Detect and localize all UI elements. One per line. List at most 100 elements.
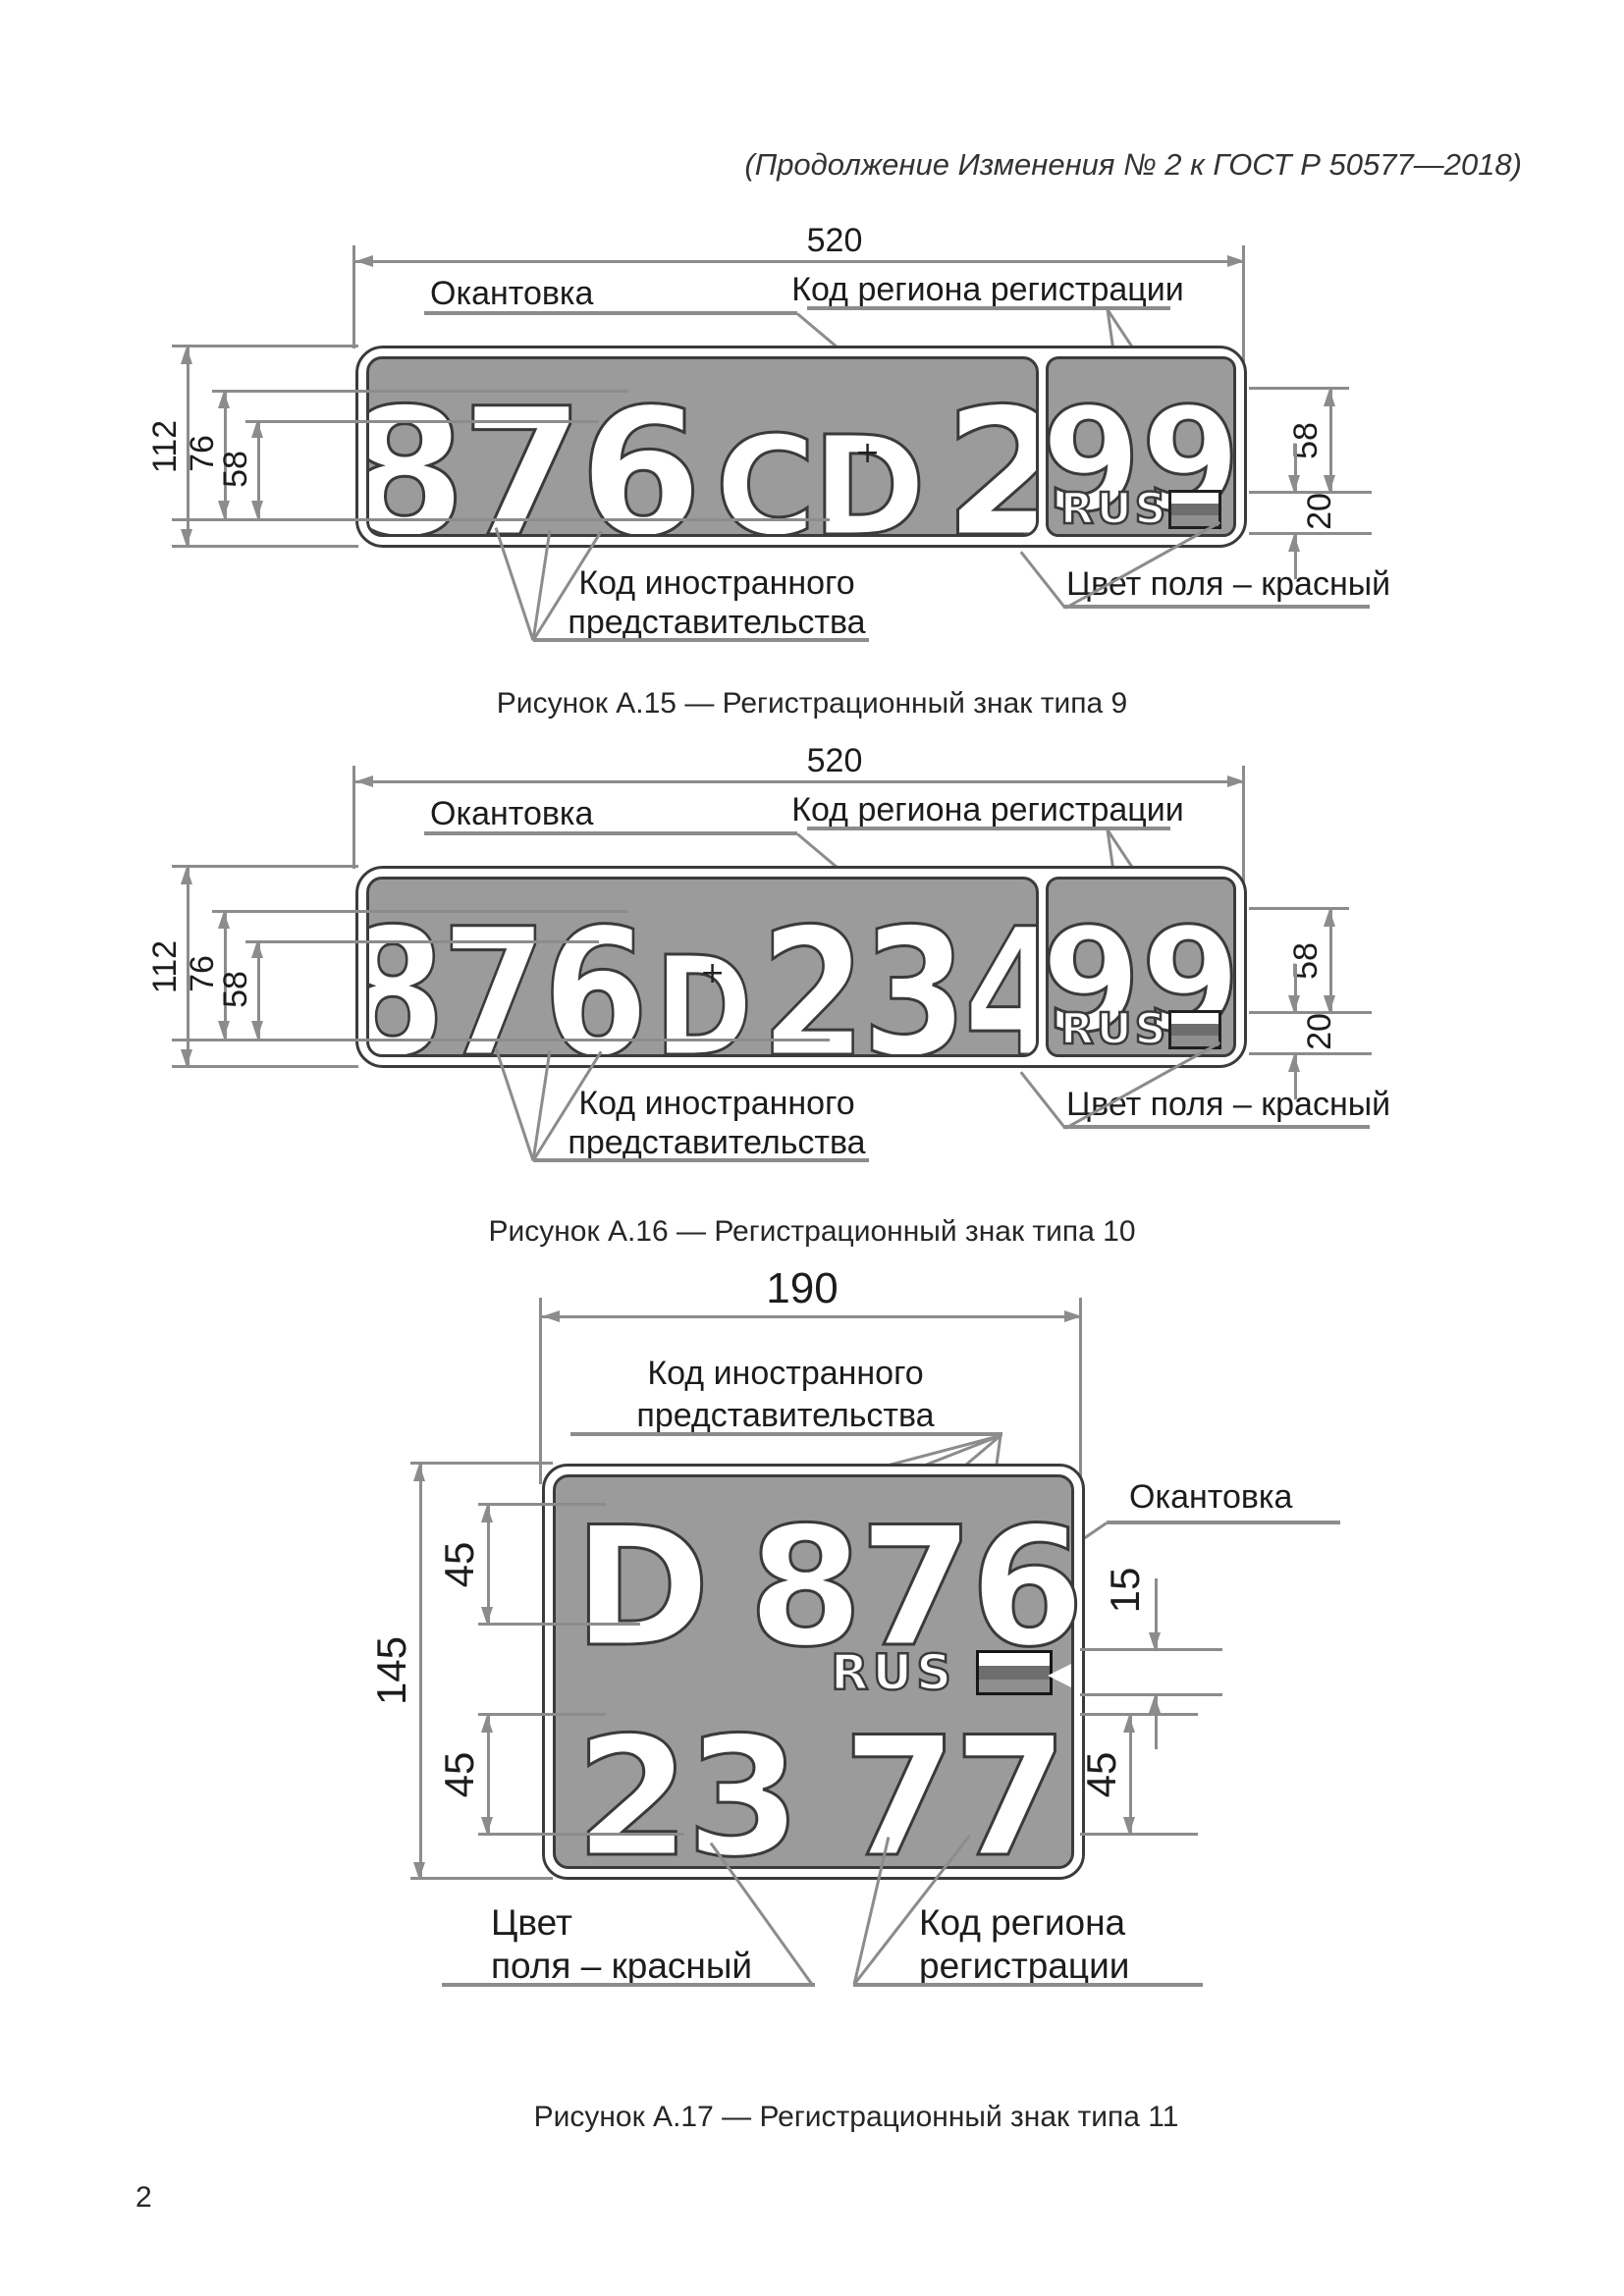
label-underline [533,638,869,642]
license-plate-type9: 876 CD 2 99 RUS + [355,346,1247,548]
extension-line [1249,907,1349,910]
arrowhead-icon [355,775,373,787]
dim-flag-strip-height-fig2: 20 [1300,1013,1338,1050]
label-foreign-code-line2: представительства [568,604,866,641]
dimension-line [1294,1054,1297,1099]
dimension-line [487,1715,490,1835]
arrowhead-icon [1227,775,1245,787]
label-underline [807,827,1170,830]
extension-line [1249,387,1349,390]
dim-height-fig2: 112 [145,939,184,994]
dim-letter-height-fig1: 58 [216,451,254,488]
dim-digit-height-fig1: 76 [183,435,221,472]
dim-row-bottom-fig3: 45 [436,1751,482,1798]
dimension-line [1155,1695,1158,1749]
plate-serial: 876 D 234 [366,891,1036,1057]
dimension-line [542,1315,1082,1318]
license-plate-type11: D 876 RUS 23 77 [542,1464,1087,1894]
russian-flag-icon [1168,490,1221,529]
dimension-line [355,780,1245,783]
label-okantovka: Окантовка [430,795,594,832]
extension-line [172,345,358,347]
dim-digit-height-fig2: 76 [183,955,221,992]
label-field-color-line1: Цвет [491,1902,572,1943]
arrowhead-icon [413,1464,425,1481]
label-underline [533,1158,869,1162]
dimension-line [355,260,1245,263]
plate-digits: 876 [366,891,650,1057]
country-code: RUS [830,1644,956,1701]
center-mark: + [700,956,726,990]
center-mark: + [855,436,881,470]
license-plate-type10: 876 D 234 99 RUS + [355,866,1247,1068]
arrowhead-icon [1288,534,1300,552]
extension-line [172,518,830,521]
arrowhead-icon [251,501,263,518]
plate-main-section: 876 D 234 [366,877,1039,1057]
label-foreign-code-line1: Код иностранного [578,1085,855,1122]
arrowhead-icon [218,391,230,408]
label-underline [424,831,797,835]
country-code: RUS [1059,1004,1169,1054]
arrowhead-icon [1324,909,1335,927]
dimension-line [187,867,189,1067]
dimension-line [1329,389,1332,493]
label-region-code-line2: регистрации [919,1946,1130,1986]
arrowhead-icon [218,911,230,929]
plate-letter: D [571,1491,711,1683]
dim-height-fig3: 145 [368,1635,414,1706]
extension-line [212,910,628,913]
leader-line [1019,1071,1067,1130]
arrowhead-icon [218,1021,230,1039]
label-okantovka: Окантовка [1129,1478,1293,1516]
figure-caption-a16: Рисунок А.16 — Регистрационный знак типа… [488,1215,1136,1248]
label-underline [1107,1521,1340,1524]
dimension-line [257,940,260,1039]
plate-letters: CD [714,407,928,537]
dim-flag-strip-height-fig1: 20 [1300,493,1338,530]
dimension-line [1294,964,1297,1013]
arrowhead-icon [481,1607,493,1625]
extension-line [1080,1713,1198,1716]
dimension-line [257,420,260,518]
arrowhead-icon [1288,995,1300,1013]
dimension-line [1129,1715,1132,1835]
dimension-line [1294,444,1297,493]
country-row: RUS [1049,1004,1233,1054]
plate-digits: 876 [366,371,704,537]
arrowhead-icon [1324,389,1335,406]
russian-flag-icon [1168,1010,1221,1049]
label-field-color-line2: поля – красный [491,1946,753,1986]
arrowhead-icon [413,1862,425,1880]
extension-line [478,1833,684,1836]
plate-main-section: 876 CD 2 [366,356,1039,537]
dimension-line [1294,534,1297,579]
dim-letter-height-fig2: 58 [216,971,254,1008]
label-foreign-code-line2: представительства [636,1397,935,1434]
arrowhead-icon [251,940,263,958]
dimension-line [224,911,227,1039]
label-region-code: Код региона регистрации [791,791,1184,828]
arrowhead-icon [1064,1310,1082,1322]
extension-line [352,766,355,869]
country-row: RUS [1049,484,1233,534]
arrowhead-icon [181,867,192,884]
extension-line [1242,766,1245,913]
extension-line [478,1713,606,1716]
region-number-left: 23 [574,1701,803,1894]
arrowhead-icon [181,347,192,364]
extension-line [1249,491,1372,494]
arrowhead-icon [1324,995,1335,1013]
plate-digits: 876 [747,1491,1087,1683]
label-underline [853,1983,1203,1987]
arrowhead-icon [251,420,263,438]
arrowhead-icon [1288,475,1300,493]
label-field-color: Цвет поля – красный [1066,1086,1391,1123]
arrowhead-icon [181,1049,192,1067]
extension-line [1249,1011,1372,1014]
dim-flag-strip-fig3: 15 [1102,1567,1148,1614]
label-underline [570,1432,1002,1436]
extension-line [410,1462,553,1465]
country-code: RUS [1059,484,1169,534]
